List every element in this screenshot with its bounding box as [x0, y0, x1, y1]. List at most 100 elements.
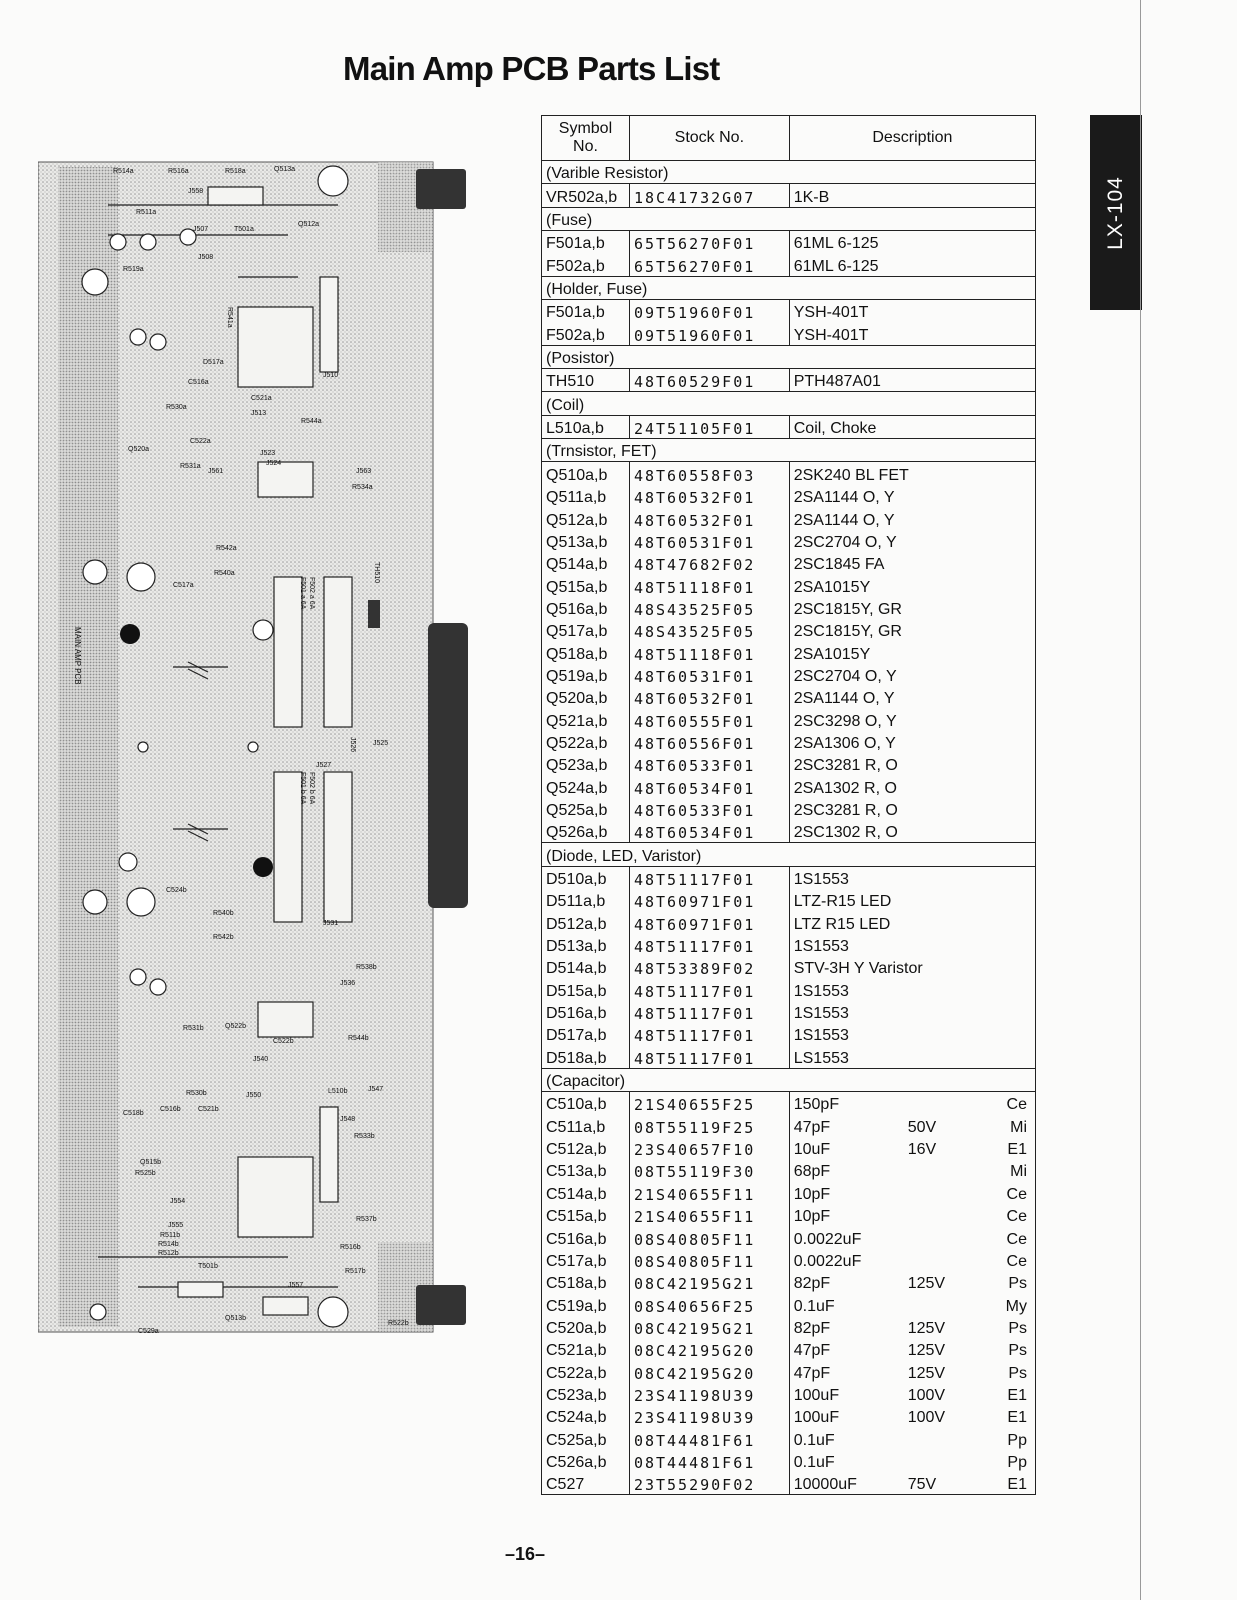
- type-text: Ce: [1006, 1230, 1027, 1248]
- description-text: Coil, Choke: [793, 420, 877, 438]
- description-text: 2SC3281 R, O: [793, 757, 898, 775]
- description-cell: LTZ-R15 LED: [788, 889, 1037, 912]
- symbol-cell: F501a,b: [541, 230, 630, 254]
- description-text: 1S1553: [793, 1027, 849, 1045]
- symbol-cell: C512a,b: [541, 1136, 630, 1160]
- description-text: LTZ R15 LED: [793, 915, 891, 933]
- pcb-label: J513: [251, 410, 266, 417]
- pcb-label: R537b: [356, 1216, 377, 1223]
- description-text: 82pF: [793, 1319, 831, 1337]
- stock-cell: 48T51117F01: [628, 1000, 790, 1024]
- description-text: 1S1553: [793, 938, 849, 956]
- description-text: 2SC1845 FA: [793, 556, 885, 574]
- pcb-label: J508: [198, 254, 213, 261]
- pcb-svg: R514a R516a R518a Q513a J558 R511a J507 …: [38, 161, 466, 1335]
- symbol-cell: C522a,b: [541, 1360, 630, 1383]
- pcb-label: Q513a: [274, 166, 295, 173]
- voltage-text: 75V: [907, 1476, 937, 1494]
- description-cell: 2SC2704 O, Y: [788, 529, 1037, 552]
- symbol-cell: Q512a,b: [541, 507, 630, 530]
- description-text: 2SC2704 O, Y: [793, 533, 897, 551]
- stock-cell: 48T60531F01: [628, 663, 790, 686]
- symbol-cell: Q518a,b: [541, 641, 630, 664]
- description-text: 47pF: [793, 1364, 831, 1382]
- symbol-cell: F502a,b: [541, 253, 630, 277]
- description-text: 2SC1815Y, GR: [793, 623, 902, 641]
- voltage-text: 16V: [907, 1141, 937, 1159]
- symbol-cell: C523a,b: [541, 1382, 630, 1405]
- symbol-cell: C520a,b: [541, 1315, 630, 1338]
- symbol-cell: C521a,b: [541, 1337, 630, 1361]
- pcb-label: C521a: [251, 395, 272, 402]
- description-text: 100uF: [793, 1386, 840, 1404]
- stock-cell: 18C41732G07: [628, 183, 790, 208]
- description-cell: 1S1553: [788, 1023, 1037, 1046]
- symbol-cell: Q510a,b: [541, 461, 630, 485]
- stock-cell: 48T60532F01: [628, 685, 790, 709]
- description-text: 2SA1144 O, Y: [793, 489, 895, 507]
- description-cell: 2SC1815Y, GR: [788, 618, 1037, 642]
- pcb-label: J507: [193, 226, 208, 233]
- group-label: (Trnsistor, FET): [541, 438, 1036, 463]
- type-text: Ce: [1006, 1096, 1027, 1114]
- description-cell: 2SC1815Y, GR: [788, 596, 1037, 619]
- pcb-label: R522b: [388, 1320, 409, 1327]
- description-text: STV-3H Y Varistor: [793, 960, 923, 978]
- pcb-label: R530a: [166, 404, 187, 411]
- pcb-label: J527: [316, 762, 331, 769]
- stock-cell: 48T51118F01: [628, 574, 790, 597]
- type-text: Mi: [1010, 1118, 1027, 1136]
- pcb-label: C522a: [190, 438, 211, 445]
- description-text: 82pF: [793, 1275, 831, 1293]
- symbol-cell: D511a,b: [541, 889, 630, 912]
- stock-cell: 08S40805F11: [628, 1248, 790, 1271]
- type-text: Mi: [1010, 1163, 1027, 1181]
- pcb-label: Q513b: [225, 1315, 246, 1322]
- pcb-label: R530b: [186, 1090, 207, 1097]
- stock-cell: 08T55119F30: [628, 1159, 790, 1182]
- symbol-cell: L510a,b: [541, 415, 630, 439]
- symbol-cell: C517a,b: [541, 1248, 630, 1271]
- pcb-label: C516a: [188, 379, 209, 386]
- description-cell: LTZ R15 LED: [788, 911, 1037, 934]
- type-text: Pp: [1007, 1453, 1027, 1471]
- voltage-text: 100V: [907, 1386, 946, 1404]
- description-text: 10pF: [793, 1185, 831, 1203]
- pcb-label: R531b: [183, 1025, 204, 1032]
- description-cell: 2SA1015Y: [788, 641, 1037, 664]
- pcb-label: J550: [246, 1092, 261, 1099]
- symbol-cell: Q514a,b: [541, 551, 630, 575]
- symbol-cell: Q519a,b: [541, 663, 630, 686]
- pcb-label: C516b: [160, 1106, 181, 1113]
- type-text: E1: [1007, 1476, 1027, 1494]
- symbol-cell: C525a,b: [541, 1427, 630, 1450]
- description-text: 61ML 6-125: [793, 235, 879, 253]
- stock-cell: 08T44481F61: [628, 1449, 790, 1472]
- pcb-label: J548: [340, 1116, 355, 1123]
- stock-cell: 48T51118F01: [628, 641, 790, 664]
- pcb-label: L510b: [328, 1088, 348, 1095]
- type-text: Pp: [1007, 1431, 1027, 1449]
- pcb-label: R544a: [301, 418, 322, 425]
- symbol-cell: C514a,b: [541, 1181, 630, 1204]
- symbol-cell: Q516a,b: [541, 596, 630, 619]
- pcb-label: J557: [288, 1282, 303, 1289]
- description-text: 2SA1015Y: [793, 578, 871, 596]
- pcb-label: R542a: [216, 545, 237, 552]
- description-text: 0.1uF: [793, 1431, 835, 1449]
- description-cell: 1K-B: [788, 183, 1037, 208]
